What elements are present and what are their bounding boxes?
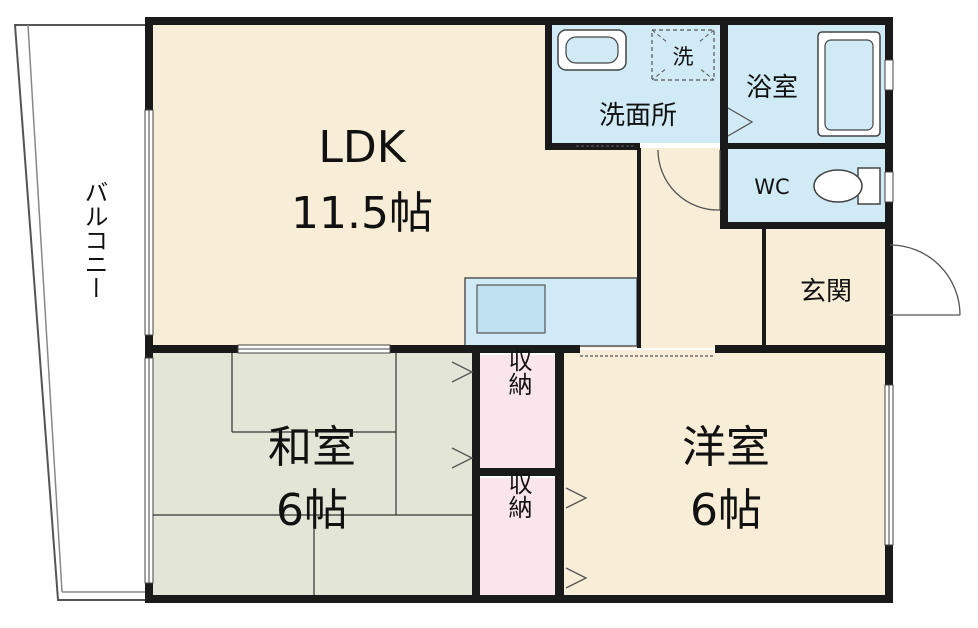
entrance-label: 玄関: [800, 277, 852, 307]
doors: [451, 107, 961, 589]
toilet-label: WC: [754, 175, 789, 199]
japanese-room-size-label: 6帖: [276, 485, 348, 536]
tatami-lines: [150, 350, 475, 598]
balcony: バルコニー: [13, 24, 149, 601]
floors: [150, 22, 890, 598]
western-room-name-label: 洋室: [682, 422, 770, 473]
kitchen-counter: [464, 277, 638, 347]
ldk-name-label: LDK: [318, 122, 406, 173]
washbasin: [557, 29, 627, 71]
washer-label: 洗: [673, 45, 694, 69]
washer-space: 洗: [651, 29, 715, 81]
storage-lower-label: 収納: [504, 471, 532, 519]
western-room-size-label: 6帖: [690, 485, 762, 536]
windows: [144, 59, 894, 584]
washroom-label: 洗面所: [599, 101, 677, 131]
ldk-size-label: 11.5帖: [291, 188, 433, 239]
bathtub: [817, 31, 881, 137]
bath-label: 浴室: [746, 73, 798, 103]
storage-upper-label: 収納: [504, 348, 532, 396]
toilet: [813, 167, 881, 205]
balcony-label: バルコニー: [80, 180, 108, 300]
japanese-room-name-label: 和室: [268, 422, 356, 473]
